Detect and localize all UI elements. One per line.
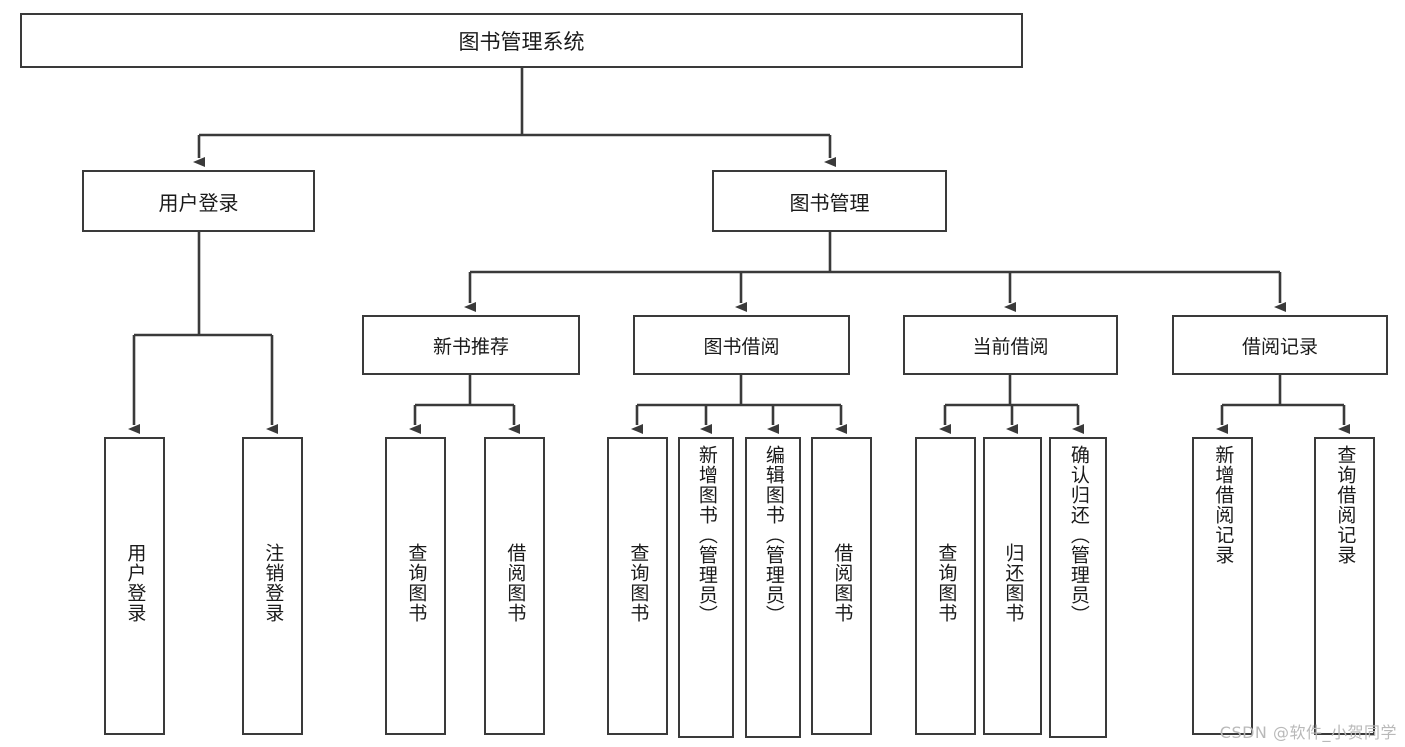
node-current-borrow-label: 当前借阅: [972, 335, 1049, 358]
node-user-login-label: 用户登录: [158, 190, 239, 215]
node-leaf-edit-book[interactable]: 编辑图书（管理员）: [745, 437, 801, 738]
node-borrow-record-label: 借阅记录: [1241, 335, 1318, 358]
node-leaf-return-book-label: 归还图书: [1002, 543, 1025, 623]
node-user-login[interactable]: 用户登录: [82, 170, 315, 232]
node-leaf-edit-book-label: 编辑图书（管理员）: [762, 445, 785, 625]
node-book-management[interactable]: 图书管理: [712, 170, 947, 232]
node-new-book-recommend[interactable]: 新书推荐: [362, 315, 580, 375]
csdn-watermark: CSDN @软件_小贺同学: [1219, 723, 1397, 742]
node-leaf-user-logout-label: 注销登录: [262, 543, 285, 623]
node-leaf-borrow-book-2-label: 借阅图书: [831, 543, 854, 623]
node-leaf-borrow-book-2[interactable]: 借阅图书: [811, 437, 872, 735]
node-leaf-query-record-label: 查询借阅记录: [1334, 445, 1357, 565]
node-root[interactable]: 图书管理系统: [20, 13, 1023, 68]
node-leaf-query-book-3[interactable]: 查询图书: [915, 437, 976, 735]
node-current-borrow[interactable]: 当前借阅: [903, 315, 1118, 375]
node-root-label: 图书管理系统: [458, 29, 585, 54]
node-new-book-recommend-label: 新书推荐: [432, 335, 509, 358]
node-leaf-query-book-2[interactable]: 查询图书: [607, 437, 668, 735]
node-leaf-add-book-label: 新增图书（管理员）: [695, 445, 718, 625]
node-leaf-user-login-label: 用户登录: [124, 543, 147, 623]
node-leaf-query-book-1-label: 查询图书: [405, 543, 428, 623]
node-leaf-query-record[interactable]: 查询借阅记录: [1314, 437, 1375, 735]
node-leaf-add-book[interactable]: 新增图书（管理员）: [678, 437, 734, 738]
node-leaf-borrow-book-1[interactable]: 借阅图书: [484, 437, 545, 735]
node-leaf-confirm-return-label: 确认归还（管理员）: [1067, 445, 1090, 625]
node-leaf-borrow-book-1-label: 借阅图书: [504, 543, 527, 623]
node-leaf-query-book-1[interactable]: 查询图书: [385, 437, 446, 735]
node-leaf-confirm-return[interactable]: 确认归还（管理员）: [1049, 437, 1107, 738]
node-leaf-add-record[interactable]: 新增借阅记录: [1192, 437, 1253, 735]
node-book-borrow[interactable]: 图书借阅: [633, 315, 850, 375]
node-book-management-label: 图书管理: [789, 190, 870, 215]
node-leaf-user-logout[interactable]: 注销登录: [242, 437, 303, 735]
node-leaf-user-login[interactable]: 用户登录: [104, 437, 165, 735]
node-book-borrow-label: 图书借阅: [703, 335, 780, 358]
node-leaf-return-book[interactable]: 归还图书: [983, 437, 1042, 735]
node-borrow-record[interactable]: 借阅记录: [1172, 315, 1388, 375]
node-leaf-add-record-label: 新增借阅记录: [1212, 445, 1235, 565]
node-leaf-query-book-3-label: 查询图书: [935, 543, 958, 623]
node-leaf-query-book-2-label: 查询图书: [627, 543, 650, 623]
